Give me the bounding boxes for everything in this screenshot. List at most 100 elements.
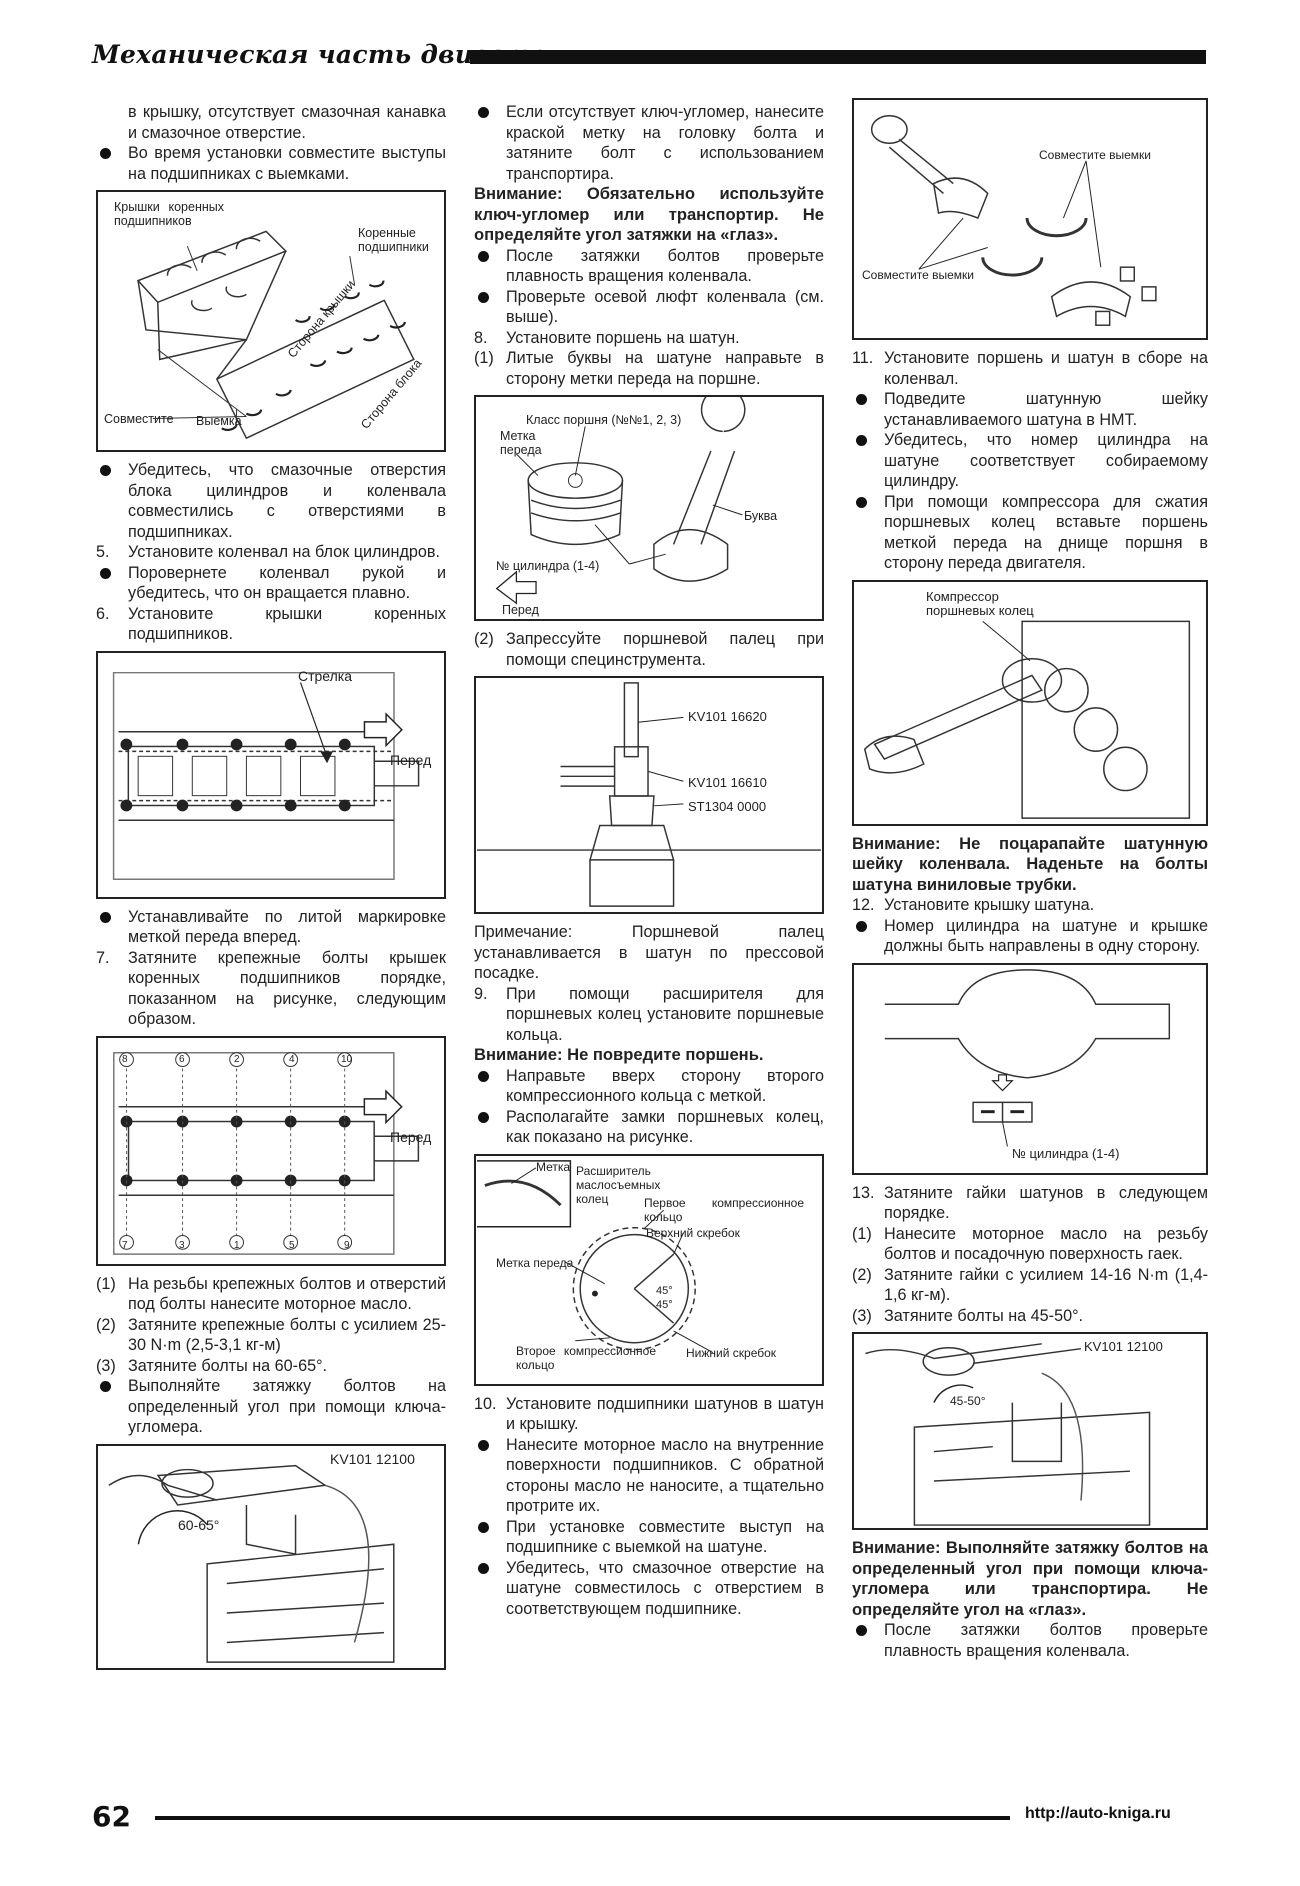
bullet-item: Располагайте замки поршневых колец, как … — [474, 1107, 824, 1148]
figure-ring-gaps: Метка Расширитель маслосъемных колец Пер… — [474, 1153, 824, 1386]
step-number: 8. — [474, 328, 488, 347]
warning-text: Внимание: Обязательно используйте ключ-у… — [474, 184, 824, 244]
bullet-item: Убедитесь, что номер цилиндра на шатуне … — [852, 430, 1208, 492]
step-text: Установите крышку шатуна. — [884, 896, 1095, 914]
step-number: 7. — [96, 948, 110, 967]
step-text: Литые буквы на шатуне направьте в сторон… — [506, 349, 824, 388]
header-rule — [470, 50, 1206, 64]
figure-cylinder-number: № цилиндра (1-4) — [852, 962, 1208, 1175]
label-compressor: Компрессор поршневых колец — [926, 588, 1034, 618]
order-number: 9 — [344, 1239, 350, 1251]
label-expander: Расширитель маслосъемных колец — [576, 1163, 661, 1206]
figure-rod-bearings: Совместите выемки Совместите выемки — [852, 98, 1208, 340]
label-angle: 45-50° — [950, 1394, 986, 1408]
label-arrow: Стрелка — [298, 667, 353, 684]
tightening-order-illustration — [113, 1051, 420, 1255]
label-upper-rail: Верхний скребок — [646, 1225, 740, 1240]
step-text: Запрессуйте поршневой палец при помощи с… — [506, 630, 824, 669]
substep-1: (1) На резьбы крепежных болтов и отверсти… — [96, 1274, 446, 1315]
label-piston-class: Класс поршня (№№1, 2, 3) — [526, 413, 682, 427]
label-align: Совместите — [104, 412, 174, 426]
step-10: 10. Установите подшипники шатунов в шатун… — [474, 1394, 824, 1435]
label-front-mark: Метка переда — [496, 1255, 574, 1270]
step-number: (3) — [96, 1356, 116, 1375]
step-number: 12. — [852, 896, 875, 914]
bullet-item: Если отсутствует ключ-угломер, нанесите … — [474, 102, 824, 184]
label-bearings: Коренные подшипники — [358, 226, 429, 254]
step-text: Установите поршень и шатун в сборе на ко… — [884, 349, 1208, 388]
rod-bearings-illustration — [870, 114, 1157, 326]
bullet-item: Убедитесь, что смазочные отверстия блока… — [96, 460, 446, 542]
step-text: Установите поршень на шатун. — [506, 328, 740, 347]
figure-piston-rod: Класс поршня (№№1, 2, 3) Метка переда Бу… — [474, 395, 824, 621]
step-text: Нанесите моторное масло на резьбу болтов… — [884, 1224, 1208, 1264]
note-text: Примечание: Поршневой палец устанавливае… — [474, 923, 824, 982]
figure-tightening-order: 8 6 2 4 10 7 3 1 5 9 Перед — [96, 1035, 446, 1266]
label-notch: Выемка — [196, 414, 242, 428]
label-mark: Метка — [536, 1159, 571, 1174]
label-front: Перед — [502, 603, 539, 617]
warning-text: Внимание: Не поцарапайте шатунную шейку … — [852, 833, 1208, 894]
paragraph: в крышку, отсутствует смазочная канавка … — [128, 103, 446, 142]
figure-main-bearings: Крышки коренных подшипников Коренные под… — [96, 190, 446, 452]
step-number: (2) — [474, 630, 494, 648]
order-number: 3 — [179, 1239, 185, 1251]
step-number: (1) — [474, 349, 494, 367]
label-tool: KV101 12100 — [330, 1450, 415, 1467]
label-tool-a: KV101 16620 — [688, 709, 767, 724]
step-number: (1) — [852, 1224, 872, 1243]
step-text: Установите коленвал на блок цилиндров. — [128, 543, 440, 561]
warning-text: Внимание: Выполняйте затяжку болтов на о… — [852, 1538, 1208, 1619]
label-angle: 60-65° — [178, 1516, 220, 1533]
ring-gaps-illustration — [477, 1159, 714, 1353]
bullet-item: После затяжки болтов проверьте плавность… — [852, 1620, 1208, 1661]
step-number: (1) — [96, 1274, 116, 1293]
step-9: 9.При помощи расширителя для поршневых к… — [474, 984, 824, 1046]
step-text: Установите крышки коренных подшипников. — [128, 604, 446, 644]
substep-2: (2)Затяните гайки с усилием 14-16 N·m (1… — [852, 1265, 1208, 1306]
figure-angle-wrench: KV101 12100 60-65° — [96, 1443, 446, 1670]
bullet-item: Проверьте осевой люфт коленвала (см. выш… — [474, 287, 824, 328]
step-number: 11. — [852, 349, 874, 367]
rod-nut-angle-illustration — [865, 1343, 1151, 1526]
label-front: Перед — [390, 1128, 432, 1145]
label-cylinder-number: № цилиндра (1-4) — [1012, 1145, 1120, 1161]
step-13: 13.Затяните гайки шатунов в следующем по… — [852, 1183, 1208, 1224]
figure-cap-direction: Стрелка Перед — [96, 650, 446, 899]
step-text: При помощи расширителя для поршневых кол… — [506, 984, 824, 1044]
column-3: Совместите выемки Совместите выемки 11. У… — [852, 98, 1208, 1661]
label-angle-2: 45° — [656, 1298, 673, 1311]
step-text: Затяните болты на 60-65°. — [128, 1356, 328, 1375]
label-caps: Крышки коренных подшипников — [114, 200, 224, 228]
step-6: 6.Установите крышки коренных подшипников… — [96, 604, 446, 645]
column-2: Если отсутствует ключ-угломер, нанесите … — [474, 102, 824, 1619]
label-lower-rail: Нижний скребок — [686, 1345, 777, 1360]
label-second-ring: Второе компрессионное кольцо — [516, 1343, 656, 1372]
bullet-item: Нанесите моторное масло на внутренние по… — [474, 1435, 824, 1517]
label-front-mark: Метка переда — [500, 429, 542, 457]
bullet-item: При установке совместите выступ на подши… — [474, 1517, 824, 1558]
angle-wrench-illustration — [108, 1464, 395, 1663]
order-number: 7 — [122, 1239, 128, 1251]
step-number: 13. — [852, 1183, 875, 1202]
step-number: (2) — [96, 1315, 116, 1334]
step-8: 8. Установите поршень на шатун. — [474, 328, 824, 349]
step-number: 10. — [474, 1394, 497, 1413]
order-number: 10 — [341, 1053, 353, 1065]
figure-rod-nut-angle: KV101 12100 45-50° — [852, 1332, 1208, 1530]
step-text: Установите подшипники шатунов в шатун и … — [506, 1394, 824, 1434]
footer-rule — [155, 1816, 1010, 1820]
step-text: Затяните крепежные болты с усилием 25-30… — [128, 1315, 446, 1355]
substep-2: (2) Запрессуйте поршневой палец при помощ… — [474, 629, 824, 670]
bullet-item: Во время установки совместите выступы на… — [96, 143, 446, 184]
piston-rod-illustration — [495, 397, 746, 605]
bullet-item: После затяжки болтов проверьте плавность… — [474, 246, 824, 287]
step-text: На резьбы крепежных болтов и отверстий п… — [128, 1274, 446, 1314]
label-align-notches-1: Совместите выемки — [1039, 148, 1151, 162]
step-number: (3) — [852, 1306, 872, 1325]
step-text: Затяните крепежные болты крышек коренных… — [128, 948, 446, 1029]
step-12: 12. Установите крышку шатуна. — [852, 895, 1208, 916]
label-letter: Буква — [744, 509, 778, 523]
page-number: 62 — [92, 1800, 131, 1833]
footer-url[interactable]: http://auto-kniga.ru — [1025, 1805, 1171, 1822]
